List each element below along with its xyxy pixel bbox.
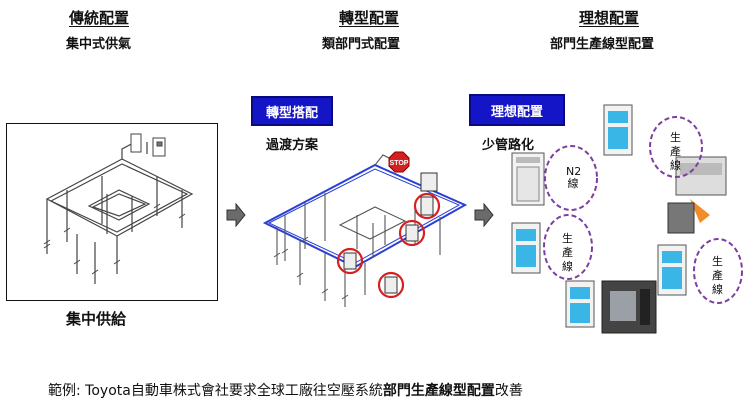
footer-emphasis: 部門生產線型配置 (382, 383, 495, 399)
arrow-right-icon (226, 203, 246, 227)
right-column-title: 理想配置 (579, 9, 640, 27)
arrow-right-icon-2 (474, 203, 494, 227)
middle-column-title: 轉型配置 (339, 9, 400, 27)
footer-caption: 範例: Toyota自動車株式會社要求全球工廠往空壓系統部門生產線型配置改善 (48, 380, 523, 400)
transition-tag: 轉型搭配 (251, 96, 333, 126)
middle-column-subtitle: 類部門式配置 (322, 37, 401, 52)
ideal-note: 少管路化 (482, 138, 535, 153)
dryer-unit-icon (511, 152, 545, 206)
production-line-label-1: 生產線 (562, 232, 573, 273)
right-column-subtitle: 部門生產線型配置 (550, 37, 655, 52)
ideal-layout-illustration (511, 104, 743, 334)
footer-brand: Toyota (85, 383, 131, 399)
footer-text: 自動車株式會社要求全球工廠往空壓系統 (130, 383, 383, 399)
production-machine-icon (667, 156, 727, 234)
footer-prefix: 範例: (48, 383, 86, 399)
ideal-tag: 理想配置 (469, 94, 565, 126)
centralized-piping-illustration (43, 133, 194, 284)
dryer-unit-icon (511, 222, 541, 274)
dryer-unit-icon (603, 104, 633, 156)
stop-sign-text: STOP (390, 160, 409, 167)
footer-suffix: 改善 (494, 383, 523, 399)
production-line-label-3: 生產線 (712, 255, 723, 296)
dryer-unit-icon (657, 244, 687, 296)
transition-piping-illustration: STOP (262, 151, 468, 307)
centralized-panel (6, 123, 218, 301)
production-line-label-2: 生產線 (670, 131, 681, 172)
machine-icon (601, 280, 657, 334)
left-column-subtitle: 集中式供氣 (66, 37, 132, 52)
n2-line-label: N2 線 (566, 165, 582, 190)
dryer-unit-icon (565, 280, 595, 328)
left-column-title: 傳統配置 (69, 9, 130, 27)
transition-note: 過渡方案 (266, 138, 319, 153)
centralized-supply-caption: 集中供給 (66, 310, 127, 328)
stop-sign-icon (388, 151, 410, 173)
